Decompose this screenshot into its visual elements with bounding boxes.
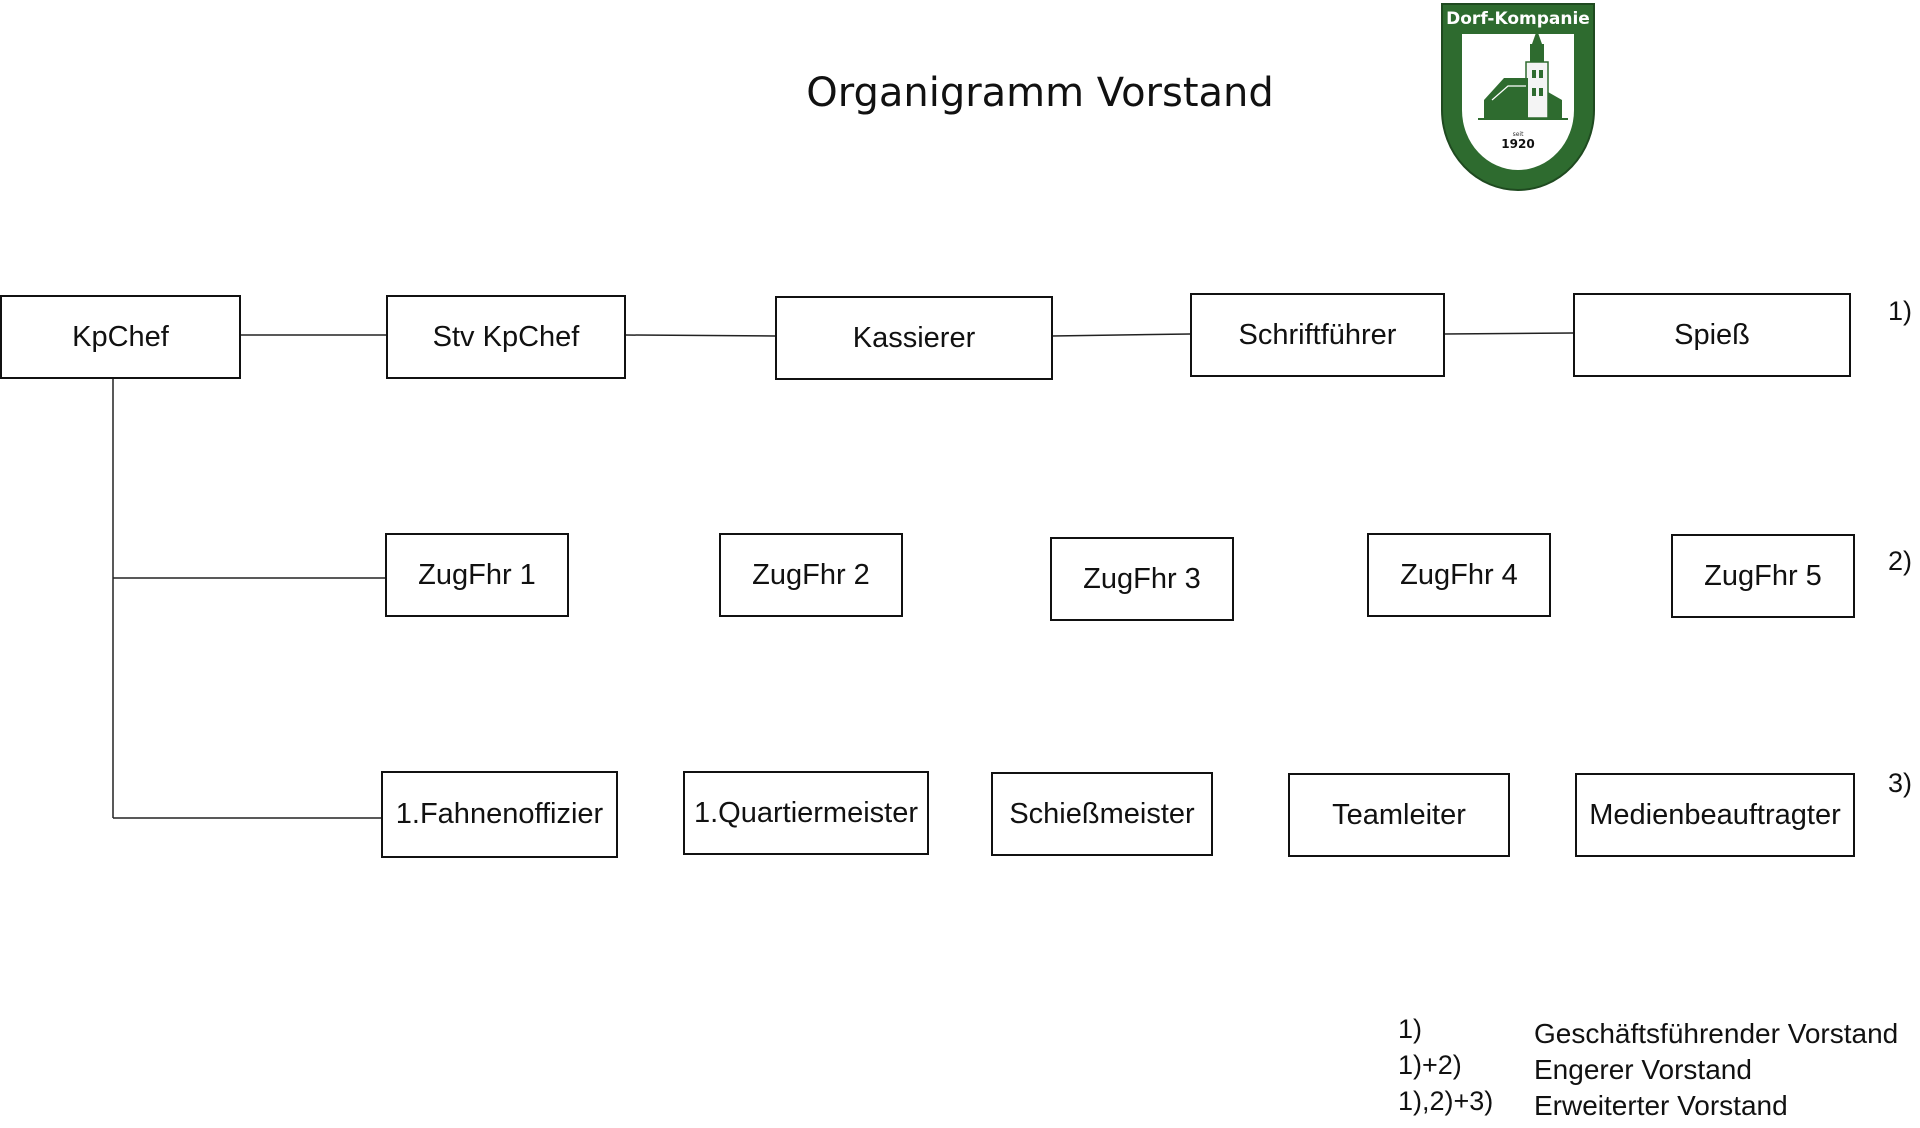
box-schiessmeister: Schießmeister xyxy=(991,772,1213,856)
church-icon xyxy=(1478,30,1568,120)
logo-top-text: Dorf-Kompanie xyxy=(1446,9,1590,29)
box-zugfhr-1: ZugFhr 1 xyxy=(385,533,569,617)
legend-text-2: Engerer Vorstand xyxy=(1534,1054,1752,1085)
legend-key-2: 1)+2) xyxy=(1398,1050,1462,1080)
box-zugfhr-5: ZugFhr 5 xyxy=(1671,534,1855,618)
company-logo: Dorf-Kompanie St.Hubertus Schützenbruder… xyxy=(1438,0,1595,191)
box-stv-kpchef: Stv KpChef xyxy=(386,295,626,379)
box-kassierer: Kassierer xyxy=(775,296,1053,380)
connector-schriftfuehrer-spiess xyxy=(1443,332,1574,335)
logo-seit-text: seit xyxy=(1513,131,1524,138)
box-spiess: Spieß xyxy=(1573,293,1851,377)
box-teamleiter: Teamleiter xyxy=(1288,773,1510,857)
box-zugfhr-4: ZugFhr 4 xyxy=(1367,533,1551,617)
logo-year-text: 1920 xyxy=(1501,137,1534,151)
connector-stv-kassierer xyxy=(625,334,776,337)
connector-kassierer-schriftfuehrer xyxy=(1051,333,1191,337)
legend-text-1: Geschäftsführender Vorstand xyxy=(1534,1018,1899,1049)
page-title: Organigramm Vorstand xyxy=(806,70,1274,116)
level-label-2: 2) xyxy=(1888,546,1913,576)
level-label-1: 1) xyxy=(1888,296,1913,326)
box-quartiermeister: 1.Quartiermeister xyxy=(683,771,929,855)
box-medienbeauftragter: Medienbeauftragter xyxy=(1575,773,1855,857)
box-zugfhr-3: ZugFhr 3 xyxy=(1050,537,1234,621)
box-kpchef: KpChef xyxy=(0,295,241,379)
box-fahnenoffizier: 1.Fahnenoffizier xyxy=(381,771,618,858)
legend-key-3: 1),2)+3) xyxy=(1398,1086,1494,1116)
box-schriftfuehrer: Schriftführer xyxy=(1190,293,1445,377)
legend-key-1: 1) xyxy=(1398,1014,1423,1044)
legend-text-3: Erweiterter Vorstand xyxy=(1534,1090,1788,1121)
level-label-3: 3) xyxy=(1888,768,1913,798)
box-zugfhr-2: ZugFhr 2 xyxy=(719,533,903,617)
